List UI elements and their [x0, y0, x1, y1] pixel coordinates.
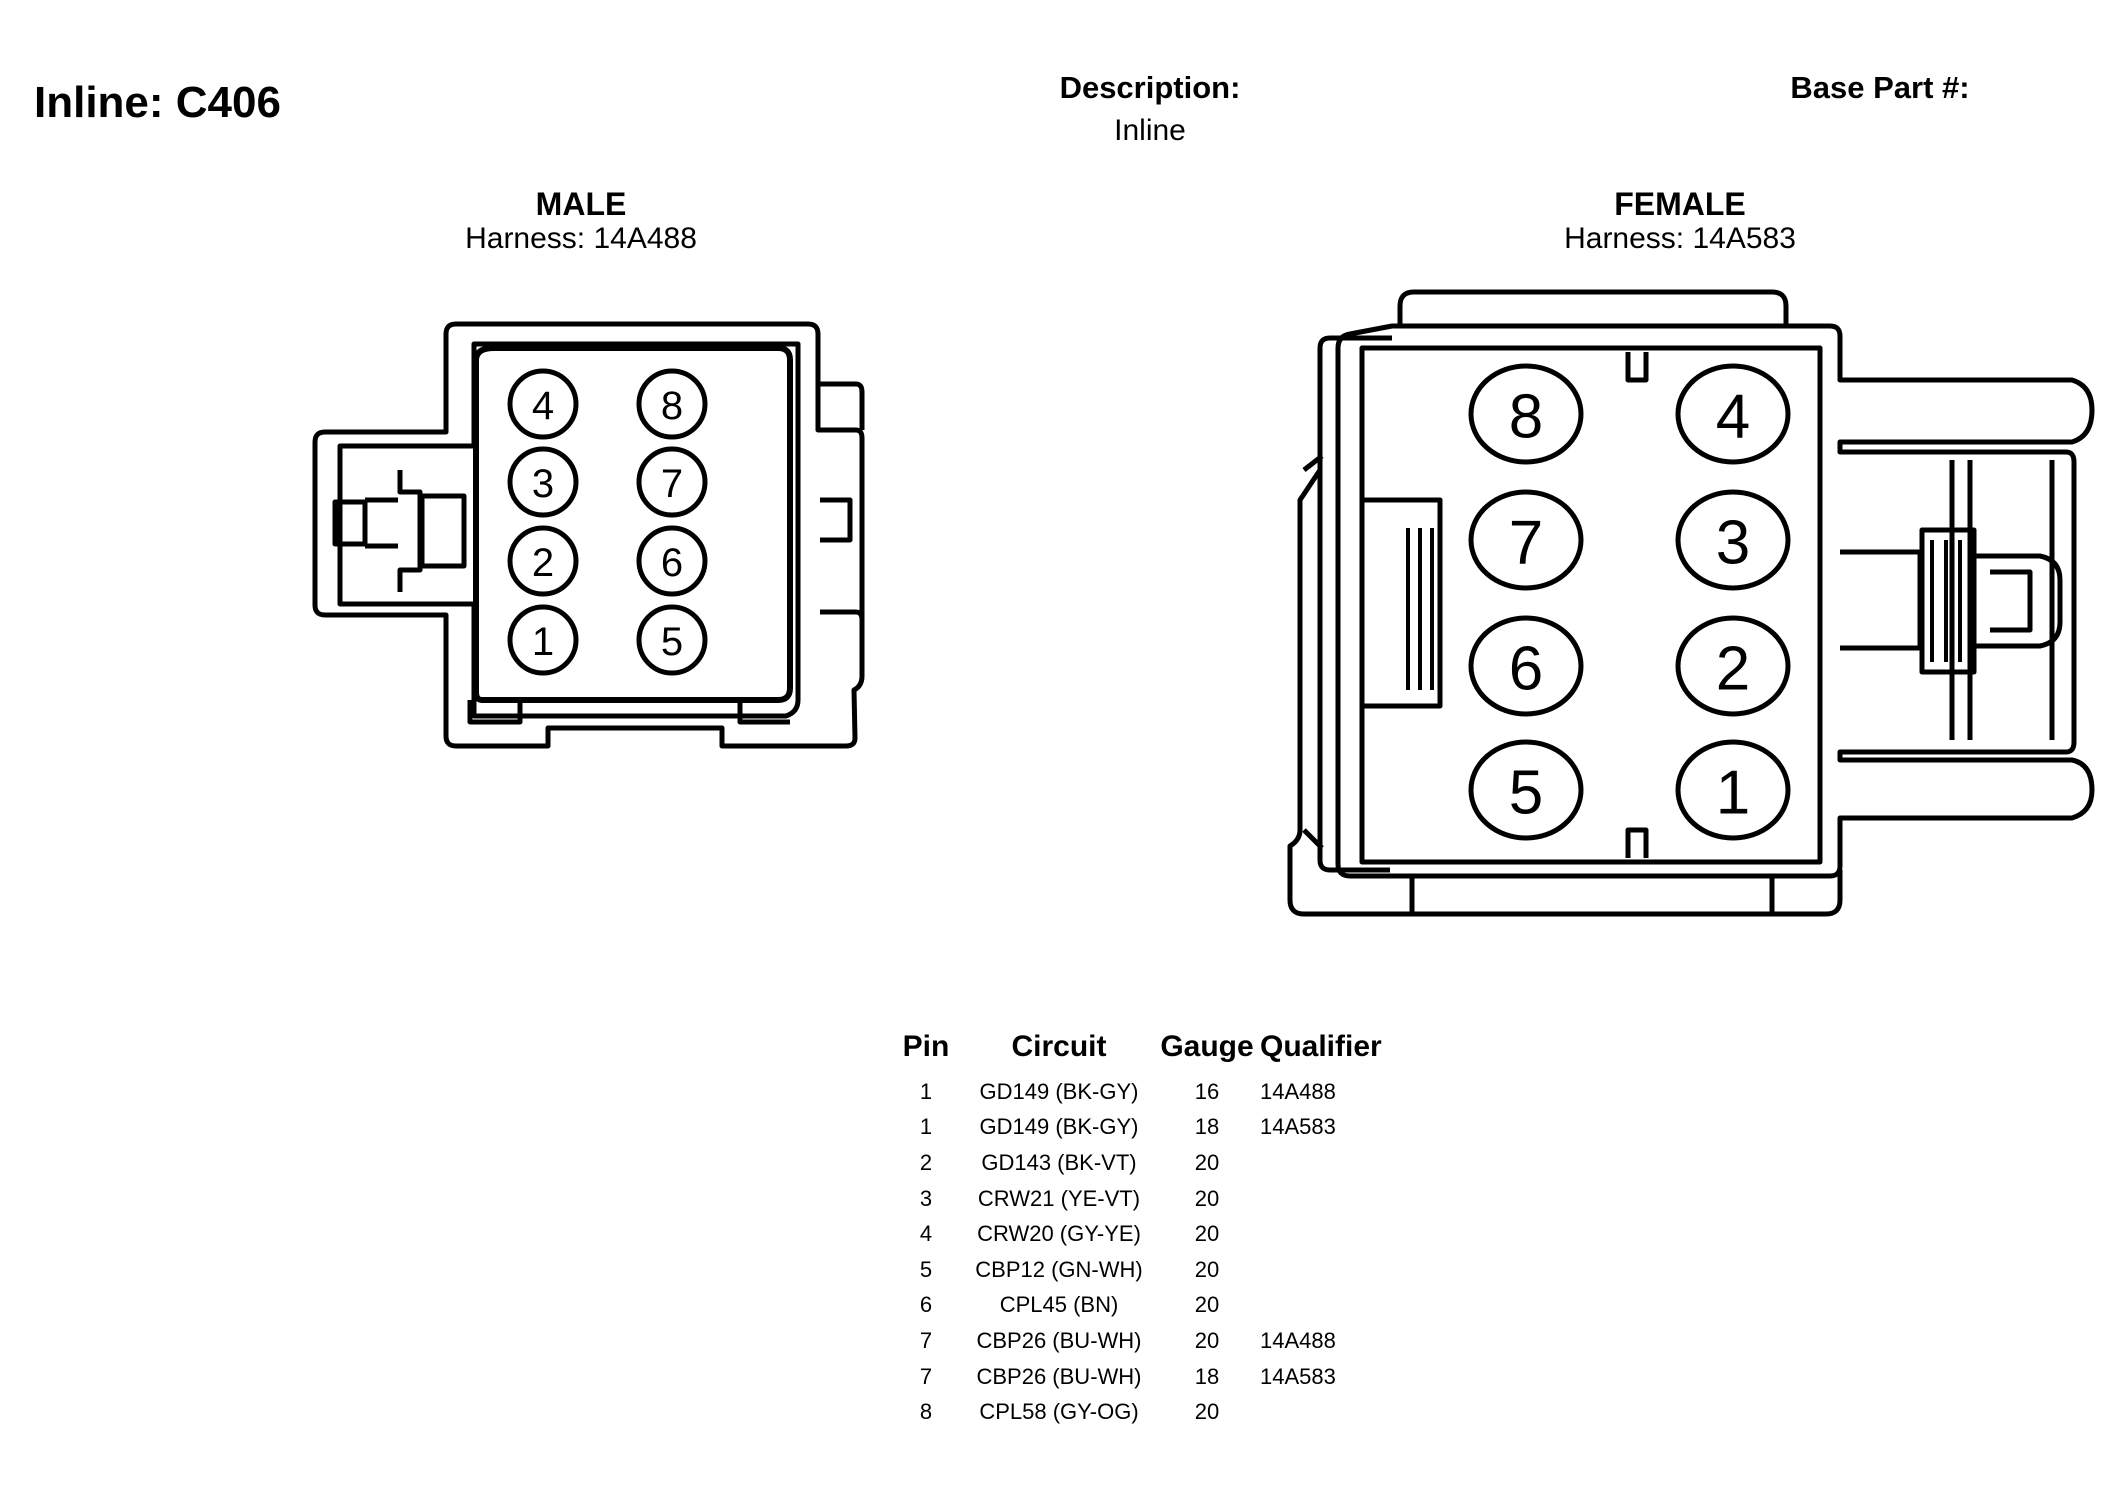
cell-circuit: CPL58 (GY-OG): [979, 1399, 1139, 1425]
col-header-pin: Pin: [902, 1030, 950, 1063]
cell-qualifier: 14A583: [1260, 1114, 1336, 1140]
table-row: 3 CRW21 (YE-VT) 20: [888, 1181, 1410, 1217]
male-harness: Harness: 14A488: [465, 222, 697, 255]
cell-circuit: GD149 (BK-GY): [979, 1114, 1139, 1140]
female-connector-body: [1287, 289, 2095, 917]
cell-qualifier: [1260, 1145, 1410, 1181]
cell-qualifier: [1260, 1181, 1410, 1217]
female-pin-label: 4: [1716, 383, 1750, 452]
cell-pin: 7: [919, 1363, 933, 1389]
cell-gauge: 20: [1194, 1185, 1220, 1211]
cell-qualifier: [1260, 1216, 1410, 1252]
table-row: 8 CPL58 (GY-OG) 20: [888, 1394, 1410, 1430]
table-row: 5 CBP12 (GN-WH) 20: [888, 1252, 1410, 1288]
cell-pin: 7: [919, 1327, 933, 1353]
cell-gauge: 20: [1194, 1256, 1220, 1282]
cell-gauge: 16: [1194, 1078, 1220, 1104]
description-label: Description:: [1059, 70, 1241, 105]
cell-pin: 1: [919, 1114, 933, 1140]
female-pins: [1468, 363, 1791, 841]
cell-circuit: CRW21 (YE-VT): [977, 1185, 1141, 1211]
cell-gauge: 20: [1194, 1149, 1220, 1175]
cell-pin: 8: [919, 1399, 933, 1425]
cell-gauge: 20: [1194, 1221, 1220, 1247]
female-pin-label: 5: [1509, 759, 1543, 828]
cell-qualifier: 14A488: [1260, 1327, 1336, 1353]
cell-pin: 5: [919, 1256, 933, 1282]
cell-pin: 1: [919, 1078, 933, 1104]
cell-circuit: CBP26 (BU-WH): [976, 1363, 1142, 1389]
col-header-qualifier: Qualifier: [1260, 1030, 1382, 1063]
male-pin-label: 8: [661, 384, 683, 428]
cell-qualifier: [1260, 1252, 1410, 1288]
male-pin-label: 7: [661, 462, 683, 506]
base-part-label: Base Part #:: [1790, 70, 1970, 105]
table-row: 2 GD143 (BK-VT) 20: [888, 1145, 1410, 1181]
cell-pin: 6: [919, 1292, 933, 1318]
male-pin-label: 1: [532, 620, 554, 664]
table-row: 6 CPL45 (BN) 20: [888, 1288, 1410, 1324]
cell-pin: 4: [919, 1221, 933, 1247]
col-header-gauge: Gauge: [1160, 1030, 1254, 1063]
table-row: 1 GD149 (BK-GY) 18 14A583: [888, 1110, 1410, 1146]
table-header-row: Pin Circuit Gauge Qualifier: [888, 1030, 1410, 1074]
male-pin-label: 6: [661, 541, 683, 585]
male-pin-label: 2: [532, 541, 554, 585]
cell-qualifier: [1260, 1394, 1410, 1430]
male-pin-label: 5: [661, 620, 683, 664]
table-row: 7 CBP26 (BU-WH) 18 14A583: [888, 1359, 1410, 1395]
cell-circuit: CPL45 (BN): [999, 1292, 1119, 1318]
cell-circuit: CBP26 (BU-WH): [976, 1327, 1142, 1353]
female-harness: Harness: 14A583: [1564, 222, 1796, 255]
female-pin-label: 2: [1716, 635, 1750, 704]
female-pin-label: 1: [1716, 759, 1750, 828]
male-pins: [507, 368, 708, 676]
cell-qualifier: [1260, 1288, 1410, 1324]
female-pin-label: 6: [1509, 635, 1543, 704]
male-pin-label: 4: [532, 384, 554, 428]
cell-gauge: 18: [1194, 1114, 1220, 1140]
description-value: Inline: [1114, 114, 1186, 147]
cell-gauge: 20: [1194, 1292, 1220, 1318]
cell-circuit: CBP12 (GN-WH): [975, 1256, 1143, 1282]
cell-gauge: 20: [1194, 1399, 1220, 1425]
col-header-circuit: Circuit: [1011, 1030, 1107, 1063]
cell-pin: 2: [919, 1149, 933, 1175]
cell-qualifier: 14A488: [1260, 1078, 1336, 1104]
female-heading: FEMALE: [1614, 186, 1746, 222]
female-pin-label: 3: [1716, 509, 1750, 578]
cell-circuit: GD143 (BK-VT): [981, 1149, 1137, 1175]
female-pin-label: 8: [1509, 383, 1543, 452]
cell-gauge: 20: [1194, 1327, 1220, 1353]
cell-circuit: GD149 (BK-GY): [979, 1078, 1139, 1104]
cell-circuit: CRW20 (GY-YE): [977, 1221, 1141, 1247]
female-pin-label: 7: [1509, 509, 1543, 578]
cell-qualifier: 14A583: [1260, 1363, 1336, 1389]
cell-pin: 3: [919, 1185, 933, 1211]
table-row: 1 GD149 (BK-GY) 16 14A488: [888, 1074, 1410, 1110]
cell-gauge: 18: [1194, 1363, 1220, 1389]
connector-title: Inline: C406: [34, 78, 281, 127]
table-row: 7 CBP26 (BU-WH) 20 14A488: [888, 1323, 1410, 1359]
male-pin-label: 3: [532, 462, 554, 506]
table-row: 4 CRW20 (GY-YE) 20: [888, 1216, 1410, 1252]
male-heading: MALE: [535, 186, 627, 222]
male-connector-body: [312, 321, 865, 749]
